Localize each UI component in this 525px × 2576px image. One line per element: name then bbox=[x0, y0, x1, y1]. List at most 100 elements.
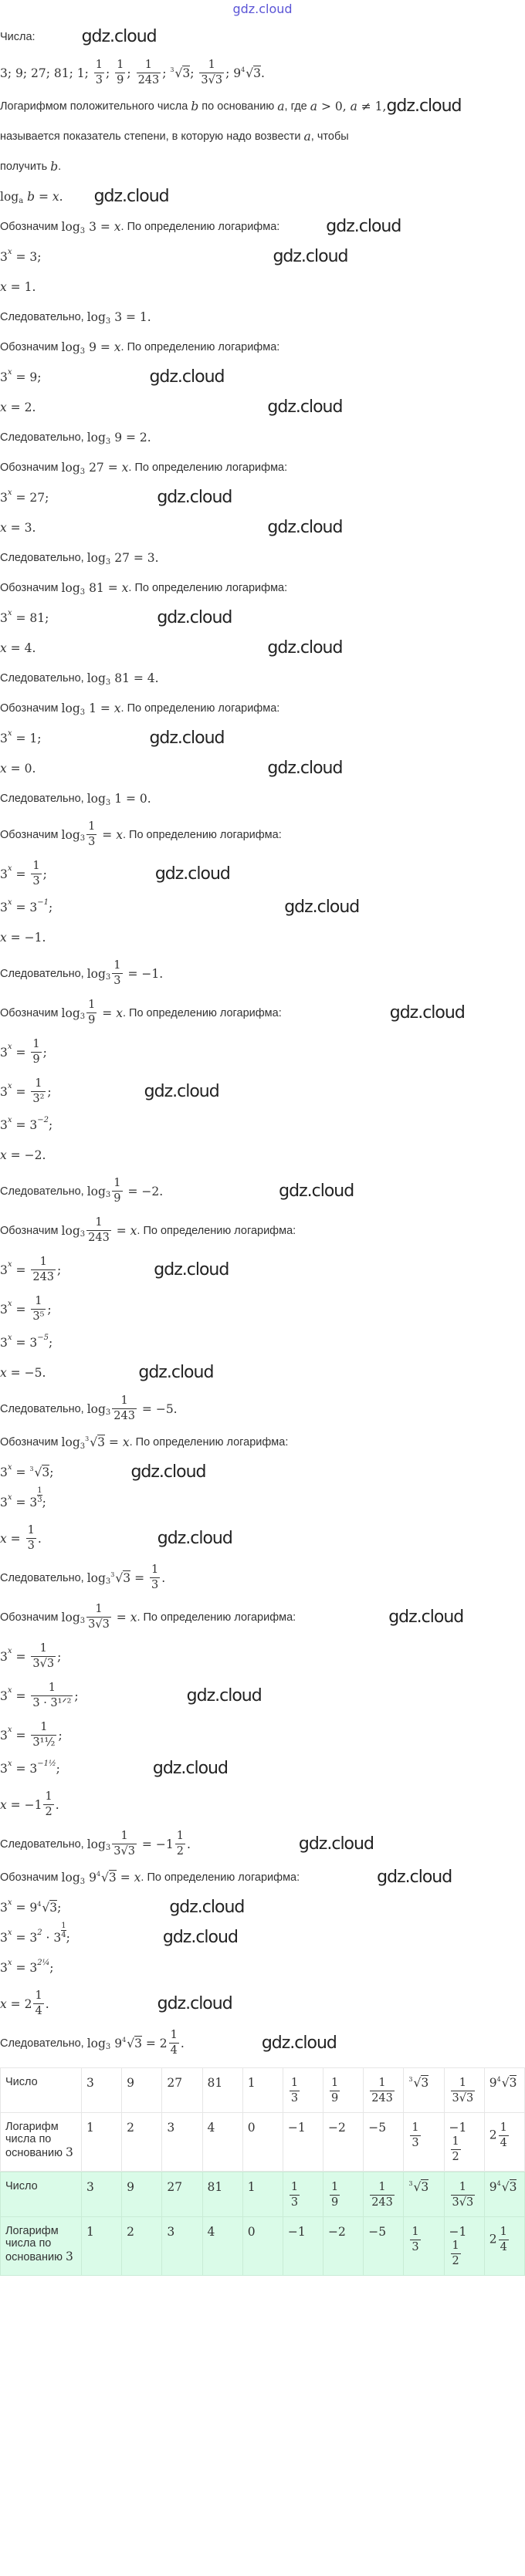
text: получить bbox=[0, 161, 51, 173]
cell-content: 1 bbox=[86, 2225, 117, 2239]
math-text: 27 = 3. bbox=[110, 551, 159, 565]
denominator: 9 bbox=[330, 2091, 340, 2104]
watermark: gdz.cloud bbox=[261, 2033, 337, 2053]
text: Обозначим bbox=[0, 702, 62, 715]
subscript: 3 bbox=[105, 678, 111, 687]
math-text: log bbox=[61, 1223, 80, 1238]
math-text: −1 bbox=[449, 2225, 467, 2239]
watermark: gdz.cloud bbox=[154, 1259, 229, 1280]
math-text: = −2. bbox=[124, 1184, 164, 1198]
math-variable: x bbox=[0, 762, 7, 776]
watermark: gdz.cloud bbox=[298, 1834, 374, 1854]
denominator: 3⁵ bbox=[31, 1309, 46, 1323]
table-cell: 1 bbox=[242, 2172, 283, 2217]
text: Число bbox=[5, 2076, 38, 2088]
superscript: x bbox=[7, 1260, 12, 1269]
radical: 3√3 bbox=[170, 65, 191, 80]
table-cell: Число bbox=[0, 2067, 82, 2113]
watermark: gdz.cloud bbox=[273, 247, 348, 266]
math-text: ; bbox=[57, 1901, 62, 1915]
numerator: 1 bbox=[120, 1830, 128, 1842]
denominator: 9 bbox=[330, 2195, 340, 2209]
math-text: = 27; bbox=[12, 491, 49, 505]
table-cell: 9 bbox=[121, 2067, 163, 2113]
numerator: 1 bbox=[170, 2029, 178, 2041]
math-text: ; 9 bbox=[225, 66, 242, 80]
text: Следовательно, bbox=[0, 311, 87, 323]
watermark: gdz.cloud bbox=[93, 187, 170, 206]
math-text: = bbox=[12, 1728, 30, 1743]
radical-sign-icon: √ bbox=[246, 66, 254, 80]
math-text: 3 bbox=[0, 1465, 8, 1479]
math-text: 2 bbox=[489, 2128, 497, 2142]
math-text: log bbox=[86, 792, 106, 806]
subscript: 3 bbox=[105, 557, 111, 566]
math-text: ; bbox=[42, 1045, 47, 1060]
superscript: x bbox=[7, 247, 12, 256]
watermark: gdz.cloud bbox=[157, 1993, 233, 2013]
radical: 4√3 bbox=[497, 2179, 517, 2194]
radical-sign-icon: √ bbox=[127, 2036, 135, 2050]
denominator: 3 bbox=[112, 973, 123, 987]
superscript: x bbox=[7, 367, 12, 377]
cell-content: 94√3 bbox=[489, 2179, 520, 2194]
math-variable: x bbox=[134, 1871, 141, 1885]
math-text: −1 bbox=[449, 2121, 467, 2135]
table-cell: 3 bbox=[80, 2172, 123, 2217]
denominator: 4 bbox=[498, 2240, 509, 2253]
math-text: 3 bbox=[0, 1689, 8, 1703]
math-text: 3 bbox=[0, 1762, 8, 1776]
numerator: 1 bbox=[412, 2226, 419, 2238]
cell-content: −2 bbox=[328, 2225, 358, 2239]
cell-content: 1 bbox=[248, 2076, 278, 2090]
math-text: . bbox=[161, 1570, 166, 1585]
watermark: gdz.cloud bbox=[144, 1081, 220, 1101]
numerator: 1 bbox=[95, 1216, 103, 1229]
text: Обозначим bbox=[0, 828, 62, 841]
site-logo[interactable]: gdz.cloud bbox=[232, 2, 293, 16]
math-variable: x bbox=[130, 1610, 137, 1624]
math-text: −1 bbox=[287, 2225, 306, 2239]
superscript: x bbox=[7, 1928, 12, 1937]
math-text: −2 bbox=[328, 2225, 346, 2239]
text: Следовательно, bbox=[0, 2037, 87, 2050]
root-index: 4 bbox=[96, 1871, 101, 1878]
superscript: x bbox=[7, 1647, 12, 1655]
text: . bbox=[58, 161, 62, 173]
table-cell: 94√3 bbox=[483, 2067, 525, 2113]
cell-content: 27 bbox=[167, 2180, 197, 2194]
math-text: = 3. bbox=[6, 521, 36, 535]
math-text: . bbox=[180, 2036, 185, 2050]
numerator: 1 bbox=[113, 959, 121, 972]
radical-sign-icon: √ bbox=[42, 1901, 50, 1915]
math-text: = bbox=[12, 1263, 30, 1277]
watermark: gdz.cloud bbox=[388, 1607, 464, 1627]
superscript: −5 bbox=[37, 1333, 49, 1342]
math-text: ; bbox=[48, 901, 53, 914]
root-index: 3 bbox=[85, 1435, 90, 1442]
numerator: 1 bbox=[95, 59, 103, 71]
solution-line: x = −2. bbox=[0, 1146, 525, 1165]
radical: 4√3 bbox=[37, 1900, 58, 1915]
math-text: 2 bbox=[127, 2121, 135, 2135]
